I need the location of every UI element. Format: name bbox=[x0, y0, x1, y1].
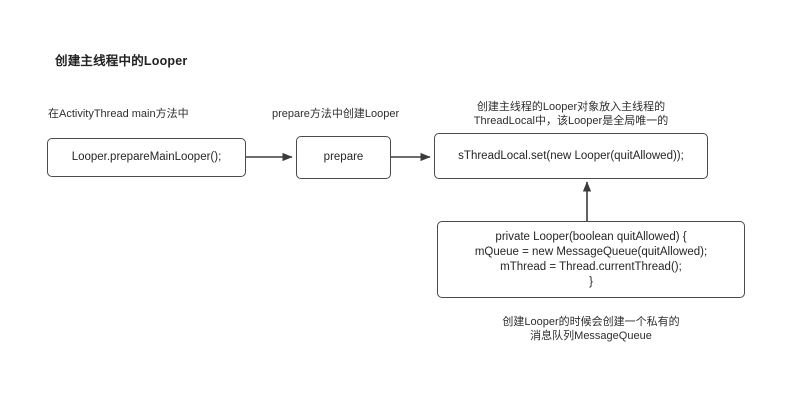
node-looper-constructor[interactable]: private Looper(boolean quitAllowed) { mQ… bbox=[437, 221, 745, 298]
caption-messagequeue-line2: 消息队列MessageQueue bbox=[530, 330, 652, 342]
caption-threadlocal-line2: ThreadLocal中，该Looper是全局唯一的 bbox=[473, 115, 669, 127]
node-sthreadlocal-set[interactable]: sThreadLocal.set(new Looper(quitAllowed)… bbox=[434, 133, 708, 179]
node-looper-constructor-line2: mQueue = new MessageQueue(quitAllowed); bbox=[474, 245, 708, 258]
node-looper-constructor-line3: mThread = Thread.currentThread(); bbox=[500, 260, 682, 273]
node-prepare-main-looper-label: Looper.prepareMainLooper(); bbox=[71, 151, 222, 163]
node-prepare[interactable]: prepare bbox=[296, 136, 391, 179]
node-looper-constructor-line1: private Looper(boolean quitAllowed) { bbox=[495, 230, 687, 243]
node-looper-constructor-line4: } bbox=[589, 275, 593, 288]
caption-prepare-method: prepare方法中创建Looper bbox=[272, 108, 400, 120]
caption-threadlocal: 创建主线程的Looper对象放入主线程的 ThreadLocal中，该Loope… bbox=[434, 100, 708, 128]
node-sthreadlocal-set-label: sThreadLocal.set(new Looper(quitAllowed)… bbox=[458, 149, 684, 162]
caption-messagequeue-line1: 创建Looper的时候会创建一个私有的 bbox=[502, 316, 680, 328]
caption-threadlocal-line1: 创建主线程的Looper对象放入主线程的 bbox=[476, 101, 666, 113]
diagram-title: 创建主线程中的Looper bbox=[55, 54, 188, 68]
node-prepare-main-looper[interactable]: Looper.prepareMainLooper(); bbox=[47, 138, 246, 177]
caption-activitythread-main: 在ActivityThread main方法中 bbox=[48, 108, 189, 120]
node-prepare-label: prepare bbox=[323, 151, 364, 163]
caption-messagequeue: 创建Looper的时候会创建一个私有的 消息队列MessageQueue bbox=[454, 315, 728, 343]
